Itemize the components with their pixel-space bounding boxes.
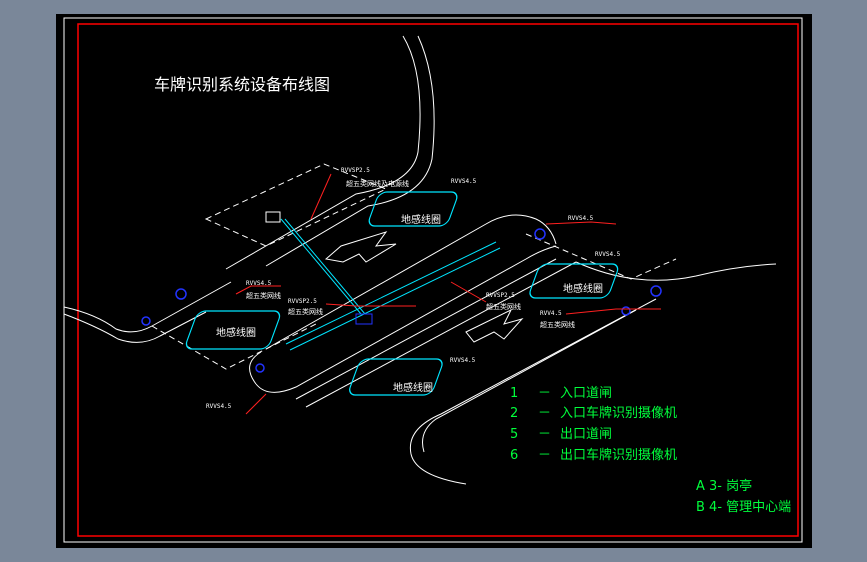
annotation-lead: RVVSP2.5 bbox=[341, 167, 370, 174]
note-booth: A 3- 岗亭 bbox=[696, 479, 753, 494]
legend-item: 2 － 入口车牌识别摄像机 bbox=[510, 402, 677, 421]
island-lower bbox=[249, 351, 262, 385]
callout-3 bbox=[325, 303, 416, 307]
legend-dash: － bbox=[538, 406, 552, 421]
wiring-diagram bbox=[63, 17, 803, 543]
legend-num: 6 bbox=[510, 448, 519, 463]
road-top-outer bbox=[225, 35, 421, 270]
legend-label: 入口道闸 bbox=[560, 386, 613, 401]
annotation-lead: RVVSP2.5 bbox=[486, 292, 515, 299]
road-left-upper bbox=[63, 281, 232, 333]
pad-label: 地感线圈 bbox=[216, 328, 256, 339]
device-4 bbox=[534, 228, 546, 240]
booth-marker-2 bbox=[355, 313, 373, 325]
callout-4 bbox=[450, 281, 487, 303]
device-5 bbox=[650, 285, 662, 297]
pad-label: 地感线圈 bbox=[401, 215, 441, 226]
device-2 bbox=[141, 316, 151, 326]
note-management: B 4- 管理中心端 bbox=[696, 500, 792, 515]
road-bottom-right bbox=[409, 298, 657, 485]
conduit-1 bbox=[280, 218, 362, 315]
legend-num: 1 bbox=[510, 386, 519, 401]
legend-item: 6 － 出口车牌识别摄像机 bbox=[510, 444, 677, 463]
conduit-4 bbox=[289, 247, 501, 351]
annotation-lead: RVVS4.5 bbox=[206, 403, 232, 410]
callout-7 bbox=[245, 393, 267, 415]
callout-2 bbox=[235, 285, 281, 295]
legend-dash: － bbox=[538, 448, 552, 463]
legend-item: 5 － 出口道闸 bbox=[510, 423, 612, 442]
conduit-2 bbox=[284, 218, 366, 315]
annotation-cable: 超五类网线 bbox=[288, 308, 323, 316]
annotation-cable: 超五类网线 bbox=[246, 292, 281, 300]
legend-dash: － bbox=[538, 386, 552, 401]
road-lower bbox=[295, 258, 557, 400]
right-zone bbox=[525, 233, 677, 280]
annotation-cable: 超五类网线 bbox=[486, 303, 521, 311]
road-bottom-right-2 bbox=[422, 309, 637, 453]
annotation-lead: RVVS4.5 bbox=[246, 280, 272, 287]
booth-zone bbox=[204, 163, 388, 247]
legend-dash: － bbox=[538, 427, 552, 442]
legend-label: 出口车牌识别摄像机 bbox=[560, 448, 678, 463]
pad-shape-1 bbox=[368, 191, 458, 227]
conduit-3 bbox=[285, 241, 497, 345]
device-1 bbox=[175, 288, 187, 300]
annotation-cable: 超五类网线 bbox=[540, 321, 575, 329]
legend-item: 1 － 入口道闸 bbox=[510, 382, 612, 401]
booth-marker bbox=[265, 211, 281, 223]
island-upper bbox=[265, 214, 557, 350]
callout-1 bbox=[310, 173, 332, 220]
red-border bbox=[77, 23, 799, 537]
device-3 bbox=[255, 363, 265, 373]
drawing-sheet: 车牌识别系统设备布线图 地感线圈 地感线圈 地感线圈 地感线圈 RVVSP2.5… bbox=[56, 14, 812, 548]
road-left-lower bbox=[63, 311, 207, 343]
device-6 bbox=[621, 306, 631, 316]
annotation-lead: RVVS4.5 bbox=[450, 357, 476, 364]
pad-shape-3 bbox=[349, 358, 443, 396]
island-bottom bbox=[255, 245, 557, 393]
annotation-cable: 超五类网线及电源线 bbox=[346, 180, 409, 188]
pad-shape-4 bbox=[529, 263, 619, 299]
annotation-lead: RVVS4.5 bbox=[451, 178, 477, 185]
left-zone bbox=[151, 323, 317, 370]
callout-5 bbox=[545, 221, 617, 225]
legend-num: 5 bbox=[510, 427, 519, 442]
page-title: 车牌识别系统设备布线图 bbox=[154, 75, 331, 94]
outer-frame bbox=[63, 17, 803, 543]
annotation-lead: RVVS4.5 bbox=[595, 251, 621, 258]
road-lower-2 bbox=[305, 261, 577, 408]
pad-shape-2 bbox=[185, 310, 281, 350]
legend-label: 出口道闸 bbox=[560, 427, 613, 442]
callout-6 bbox=[565, 308, 661, 315]
annotation-lead: RVVS4.5 bbox=[568, 215, 594, 222]
arrow-in bbox=[324, 231, 397, 263]
pad-label: 地感线圈 bbox=[393, 383, 433, 394]
pad-label: 地感线圈 bbox=[563, 284, 603, 295]
road-right bbox=[575, 261, 777, 281]
legend-label: 入口车牌识别摄像机 bbox=[560, 406, 678, 421]
legend-num: 2 bbox=[510, 406, 519, 421]
annotation-lead: RVVSP2.5 bbox=[288, 298, 317, 305]
annotation-lead: RVV4.5 bbox=[540, 310, 562, 317]
road-top-inner bbox=[265, 35, 435, 267]
arrow-out bbox=[465, 308, 524, 343]
